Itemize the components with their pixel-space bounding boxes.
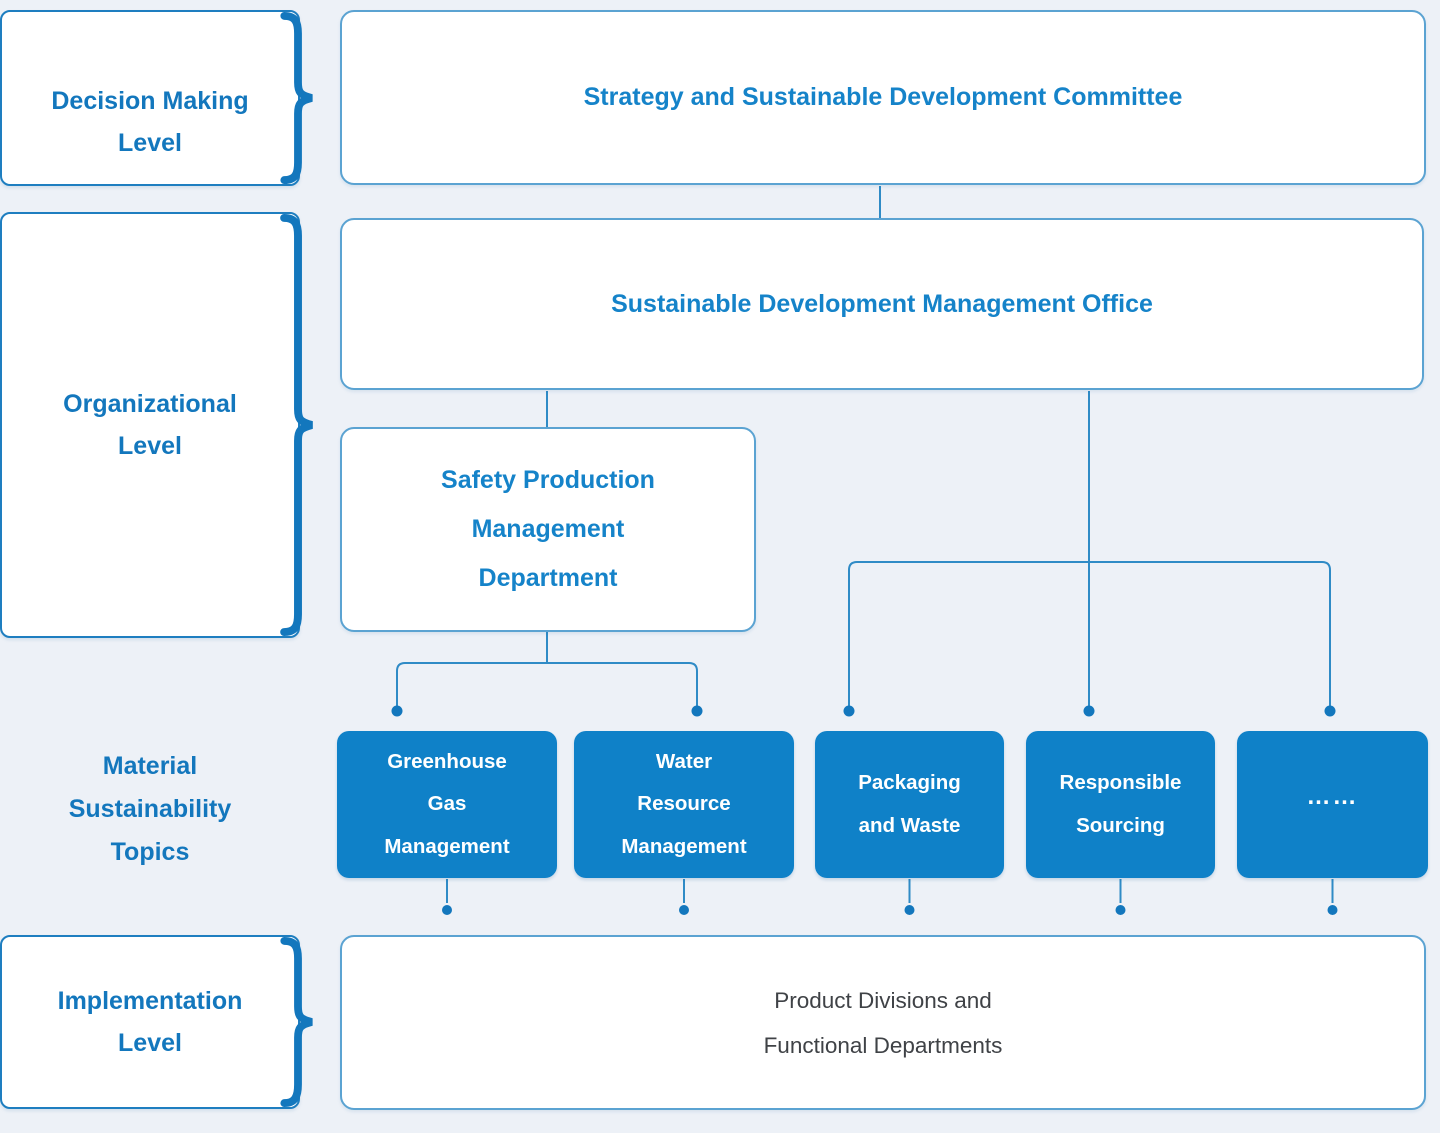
node-label: Sustainable Development Management Offic…	[611, 289, 1153, 318]
brace-icon	[280, 12, 313, 184]
node-label: Strategy and Sustainable Development Com…	[583, 83, 1183, 111]
topic-box-more-topics: ……	[1237, 731, 1428, 878]
node-strategy-committee: Strategy and Sustainable Development Com…	[340, 10, 1426, 185]
brace-icon	[280, 214, 313, 636]
node-sd-management-office: Sustainable Development Management Offic…	[340, 218, 1424, 390]
brace-icon	[280, 937, 313, 1107]
